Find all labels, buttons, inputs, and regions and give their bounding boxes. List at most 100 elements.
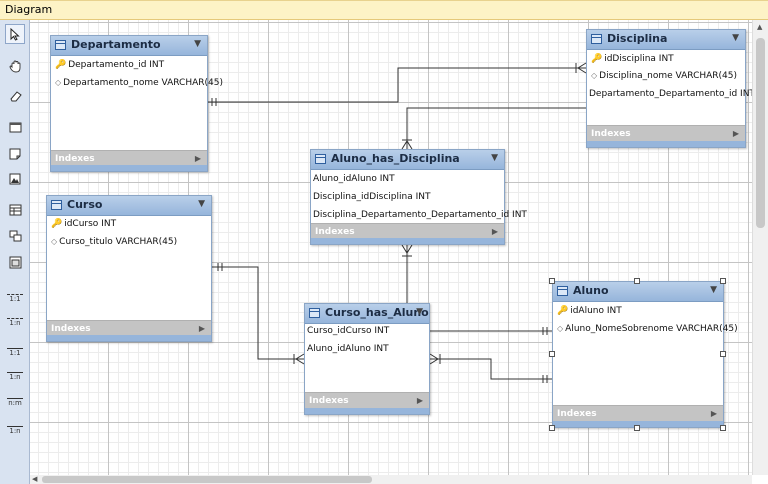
relationship-disciplina-aluno-has-disciplina [406, 107, 586, 149]
expand-arrow-icon[interactable]: ▶ [710, 409, 717, 418]
expand-arrow-icon[interactable]: ▶ [491, 227, 498, 236]
resize-handle[interactable] [634, 278, 640, 284]
note-icon[interactable] [5, 144, 25, 164]
collapse-arrow-icon[interactable]: ▼ [416, 307, 423, 317]
column-row[interactable]: 🔑idAluno INT [557, 306, 622, 316]
relation-1-n-icon[interactable]: 1:n [5, 366, 25, 386]
column-label: Aluno_idAluno INT [313, 174, 395, 184]
relation-1-n-identifying-icon[interactable]: 1:n [5, 312, 25, 332]
expand-arrow-icon[interactable]: ▶ [732, 129, 739, 138]
indexes-section[interactable]: Indexes ▶ [311, 223, 504, 241]
eraser-icon[interactable] [5, 86, 25, 106]
primary-key-icon: 🔑 [557, 306, 569, 316]
table-icon[interactable] [5, 200, 25, 220]
column-label: Disciplina_Departamento_Departamento_id … [313, 210, 527, 220]
entity-aluno[interactable]: Aluno ▼ 🔑idAluno INT ◇Aluno_NomeSobrenom… [552, 281, 738, 428]
resize-handle[interactable] [720, 278, 726, 284]
relationship-aluno-curso-has-aluno-b [430, 358, 552, 380]
indexes-section[interactable]: Indexes ▶ [305, 392, 429, 410]
scrollbar-thumb[interactable] [756, 38, 765, 228]
column-row[interactable]: ◇Aluno_NomeSobrenome VARCHAR(45) [557, 324, 738, 334]
expand-arrow-icon[interactable]: ▶ [194, 154, 201, 163]
vertical-scrollbar[interactable]: ▲ [752, 20, 768, 475]
attribute-diamond-icon: ◇ [557, 324, 564, 333]
column-row[interactable]: ◇Departamento_nome VARCHAR(45) [55, 78, 223, 88]
routine-icon[interactable] [5, 252, 25, 272]
resize-handle[interactable] [549, 425, 555, 431]
cursor-icon[interactable] [5, 24, 25, 44]
relationship-curso-curso-has-aluno [212, 266, 304, 360]
entity-departamento[interactable]: Departamento ▼ 🔑Departamento_id INT ◇Dep… [50, 35, 223, 172]
column-label: Departamento_nome VARCHAR(45) [63, 78, 223, 88]
entity-name: Aluno [573, 284, 609, 297]
column-row[interactable]: Departamento_Departamento_id INT [589, 89, 752, 99]
column-label: Disciplina_idDisciplina INT [313, 192, 431, 202]
column-row[interactable]: Aluno_idAluno INT [313, 174, 395, 184]
resize-handle[interactable] [720, 351, 726, 357]
attribute-diamond-icon: ◇ [51, 237, 58, 246]
collapse-arrow-icon[interactable]: ▼ [491, 153, 498, 163]
column-row[interactable]: Aluno_idAluno INT [307, 344, 389, 354]
column-row[interactable]: 🔑Departamento_id INT [55, 60, 164, 70]
attribute-diamond-icon: ◇ [591, 71, 598, 80]
column-row[interactable]: Disciplina_idDisciplina INT [313, 192, 430, 202]
layer-icon[interactable] [5, 117, 25, 137]
resize-handle[interactable] [549, 351, 555, 357]
column-row[interactable]: 🔑idDisciplina INT [591, 54, 674, 64]
column-row[interactable]: 🔑idCurso INT [51, 219, 116, 229]
relation-label: 1:1 [9, 294, 21, 303]
entity-header[interactable]: Curso ▼ [47, 196, 211, 216]
column-row[interactable]: Disciplina_Departamento_Departamento_id … [313, 210, 527, 220]
image-icon[interactable] [5, 169, 25, 189]
hand-icon[interactable] [5, 56, 25, 76]
entity-header[interactable]: Departamento ▼ [51, 36, 207, 56]
entity-curso[interactable]: Curso ▼ 🔑idCurso INT ◇Curso_titulo VARCH… [46, 195, 212, 342]
resize-handle[interactable] [549, 278, 555, 284]
diagram-canvas[interactable]: Departamento ▼ 🔑Departamento_id INT ◇Dep… [30, 20, 752, 475]
relation-label: 1:1 [9, 348, 21, 357]
collapse-arrow-icon[interactable]: ▼ [710, 285, 717, 295]
column-row[interactable]: Curso_idCurso INT [307, 326, 389, 336]
entity-footer [47, 335, 211, 341]
entity-disciplina[interactable]: Disciplina ▼ 🔑idDisciplina INT ◇Discipli… [586, 29, 752, 148]
diagram-tab-title: Diagram [0, 0, 768, 20]
relation-1-1-identifying-icon[interactable]: 1:1 [5, 288, 25, 308]
relation-1-n-existing-icon[interactable]: 1:n [5, 420, 25, 440]
scroll-up-icon[interactable]: ▲ [757, 23, 763, 31]
collapse-arrow-icon[interactable]: ▼ [198, 199, 205, 209]
attribute-diamond-icon: ◇ [55, 78, 62, 87]
scrollbar-thumb[interactable] [42, 476, 372, 483]
indexes-section[interactable]: Indexes ▶ [47, 320, 211, 338]
entity-name: Disciplina [607, 32, 668, 45]
entity-header[interactable]: Curso_has_Aluno ▼ [305, 304, 429, 324]
indexes-label: Indexes [315, 227, 355, 237]
horizontal-scrollbar[interactable]: ◀ [30, 475, 752, 484]
column-label: Departamento_id INT [68, 60, 165, 70]
resize-handle[interactable] [720, 425, 726, 431]
entity-header[interactable]: Disciplina ▼ [587, 30, 745, 50]
entity-footer [553, 421, 723, 427]
entity-header[interactable]: Aluno ▼ [553, 282, 723, 302]
indexes-section[interactable]: Indexes ▶ [553, 405, 723, 423]
collapse-arrow-icon[interactable]: ▼ [194, 39, 201, 49]
resize-handle[interactable] [634, 425, 640, 431]
table-icon [309, 308, 320, 318]
expand-arrow-icon[interactable]: ▶ [198, 324, 205, 333]
entity-curso-has-aluno[interactable]: Curso_has_Aluno ▼ Curso_idCurso INT Alun… [304, 303, 430, 415]
scroll-left-icon[interactable]: ◀ [32, 475, 38, 483]
relation-1-1-icon[interactable]: 1:1 [5, 342, 25, 362]
view-icon[interactable] [5, 226, 25, 246]
relation-label: 1:n [9, 426, 21, 435]
indexes-section[interactable]: Indexes ▶ [587, 125, 745, 143]
entity-aluno-has-disciplina[interactable]: Aluno_has_Disciplina ▼ Aluno_idAluno INT… [310, 149, 527, 245]
table-icon [591, 34, 602, 44]
relationship-departamento-disciplina [208, 67, 586, 103]
indexes-section[interactable]: Indexes ▶ [51, 150, 207, 168]
entity-header[interactable]: Aluno_has_Disciplina ▼ [311, 150, 504, 170]
relation-n-m-icon[interactable]: n:m [5, 392, 25, 412]
column-label: idCurso INT [64, 219, 117, 229]
collapse-arrow-icon[interactable]: ▼ [732, 33, 739, 43]
column-row[interactable]: ◇Disciplina_nome VARCHAR(45) [591, 71, 737, 81]
expand-arrow-icon[interactable]: ▶ [416, 396, 423, 405]
column-row[interactable]: ◇Curso_titulo VARCHAR(45) [51, 237, 177, 247]
